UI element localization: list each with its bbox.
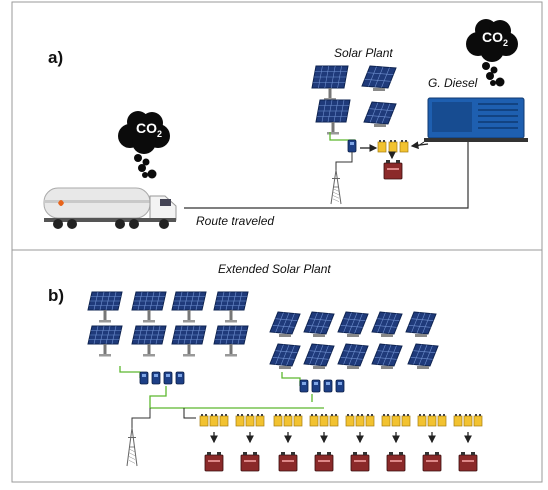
solar-panel-a3 bbox=[315, 99, 351, 135]
battery-b-4-b bbox=[319, 414, 329, 427]
fuel-truck-icon bbox=[43, 187, 177, 229]
battery-b-8-b bbox=[463, 414, 473, 427]
solar-panel-b-up-6 bbox=[131, 325, 167, 357]
solar-panel-b-up-3 bbox=[171, 291, 207, 323]
solar-panel-b-tilt-10 bbox=[407, 343, 439, 369]
solar-panel-b-up-2 bbox=[131, 291, 167, 323]
battery-b-4-c bbox=[329, 414, 339, 427]
solar-panel-b-tilt-9 bbox=[371, 343, 403, 369]
inverter-b1-1 bbox=[139, 371, 149, 385]
diesel-generator-icon bbox=[424, 97, 528, 142]
battery-b-2-a bbox=[235, 414, 245, 427]
solar-panel-b-tilt-6 bbox=[269, 343, 301, 369]
battery-b-2-c bbox=[255, 414, 265, 427]
storage-battery-b-6 bbox=[386, 452, 406, 472]
inverter-b2-3 bbox=[323, 379, 333, 393]
solar-panel-b-tilt-4 bbox=[371, 311, 403, 337]
solar-panel-b-tilt-1 bbox=[269, 311, 301, 337]
battery-b-6-a bbox=[381, 414, 391, 427]
solar-panel-a4 bbox=[363, 101, 397, 127]
battery-a1 bbox=[377, 140, 387, 153]
battery-b-7-a bbox=[417, 414, 427, 427]
inverter-b1-3 bbox=[163, 371, 173, 385]
battery-b-7-b bbox=[427, 414, 437, 427]
solar-panel-b-tilt-8 bbox=[337, 343, 369, 369]
battery-b-8-c bbox=[473, 414, 483, 427]
solar-panel-a2 bbox=[361, 65, 397, 91]
solar-panel-b-up-7 bbox=[171, 325, 207, 357]
battery-b-1-c bbox=[219, 414, 229, 427]
green-bus-b1 bbox=[149, 386, 167, 408]
battery-b-3-c bbox=[293, 414, 303, 427]
battery-b-7-c bbox=[437, 414, 447, 427]
tower-link-b bbox=[131, 408, 151, 428]
solar-panel-b-tilt-7 bbox=[303, 343, 335, 369]
battery-b-1-b bbox=[209, 414, 219, 427]
panel-b-frame bbox=[11, 249, 543, 483]
co2-cloud-diesel bbox=[466, 19, 518, 87]
solar-panel-b-up-4 bbox=[213, 291, 249, 323]
inverter-b2-4 bbox=[335, 379, 345, 393]
solar-panel-b-tilt-3 bbox=[337, 311, 369, 337]
tower-link-a bbox=[335, 152, 353, 170]
arrow-diesel-battery bbox=[410, 141, 429, 150]
inverter-a bbox=[347, 139, 357, 153]
green-connector-b2 bbox=[281, 372, 301, 386]
battery-feed-b bbox=[183, 408, 196, 419]
battery-b-5-c bbox=[365, 414, 375, 427]
inverter-b2-2 bbox=[311, 379, 321, 393]
green-connector-b1 bbox=[119, 366, 141, 378]
solar-panel-b-up-1 bbox=[87, 291, 123, 323]
battery-b-5-a bbox=[345, 414, 355, 427]
inverter-b1-4 bbox=[175, 371, 185, 385]
storage-battery-b-8 bbox=[458, 452, 478, 472]
solar-panel-b-up-5 bbox=[87, 325, 123, 357]
solar-plant-label: Solar Plant bbox=[334, 46, 393, 60]
storage-battery-b-5 bbox=[350, 452, 370, 472]
storage-battery-b-1 bbox=[204, 452, 224, 472]
panel-b-letter: b) bbox=[48, 286, 65, 305]
inverter-b1-2 bbox=[151, 371, 161, 385]
diesel-generator-label: G. Diesel bbox=[428, 76, 478, 90]
panel-a-letter: a) bbox=[48, 48, 64, 67]
co2-cloud-truck bbox=[118, 111, 170, 179]
transmission-tower-a bbox=[330, 169, 342, 205]
battery-b-5-b bbox=[355, 414, 365, 427]
inverter-b2-1 bbox=[299, 379, 309, 393]
storage-battery-b-2 bbox=[240, 452, 260, 472]
extended-solar-plant-label: Extended Solar Plant bbox=[218, 262, 331, 276]
battery-b-4-a bbox=[309, 414, 319, 427]
storage-battery-b-7 bbox=[422, 452, 442, 472]
battery-b-3-a bbox=[273, 414, 283, 427]
storage-battery-a bbox=[383, 160, 403, 180]
solar-panel-a1 bbox=[311, 65, 349, 101]
battery-b-3-b bbox=[283, 414, 293, 427]
solar-panel-b-up-8 bbox=[213, 325, 249, 357]
storage-battery-b-4 bbox=[314, 452, 334, 472]
battery-b-6-c bbox=[401, 414, 411, 427]
battery-a2 bbox=[388, 140, 398, 153]
battery-b-8-a bbox=[453, 414, 463, 427]
co2-truck-label: CO2 bbox=[136, 120, 163, 139]
storage-battery-b-3 bbox=[278, 452, 298, 472]
route-label: Route traveled bbox=[196, 214, 275, 228]
transmission-tower-b bbox=[126, 427, 138, 467]
solar-panel-b-tilt-2 bbox=[303, 311, 335, 337]
battery-b-1-a bbox=[199, 414, 209, 427]
battery-a3 bbox=[399, 140, 409, 153]
battery-b-6-b bbox=[391, 414, 401, 427]
route-line bbox=[184, 142, 469, 209]
co2-diesel-label: CO2 bbox=[482, 29, 509, 48]
solar-panel-b-tilt-5 bbox=[405, 311, 437, 337]
battery-b-2-b bbox=[245, 414, 255, 427]
